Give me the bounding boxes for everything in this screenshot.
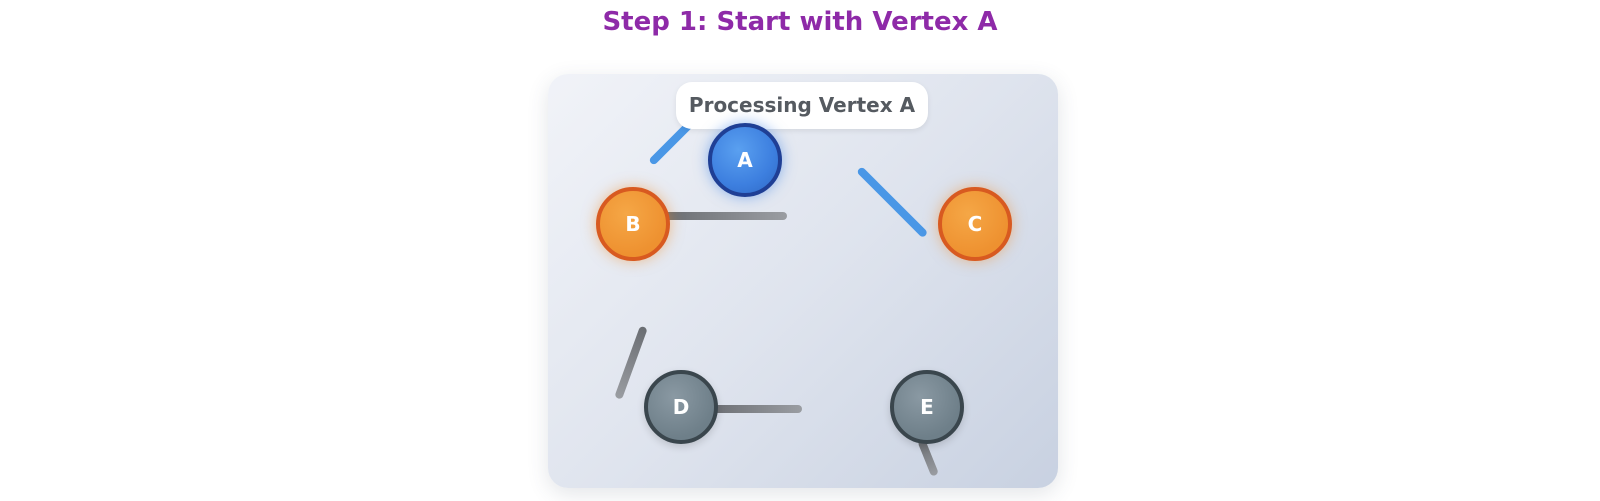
edge-d-mid (708, 405, 802, 413)
step-title: Step 1: Start with Vertex A (602, 7, 998, 37)
edge-b-mid (662, 212, 787, 220)
vertex-b[interactable]: B (596, 187, 670, 261)
vertex-a[interactable]: A (708, 123, 782, 197)
vertex-c[interactable]: C (938, 187, 1012, 261)
vertex-d[interactable]: D (644, 370, 718, 444)
vertex-e[interactable]: E (890, 370, 964, 444)
processing-badge: Processing Vertex A (676, 82, 928, 129)
graph-panel (548, 74, 1058, 488)
